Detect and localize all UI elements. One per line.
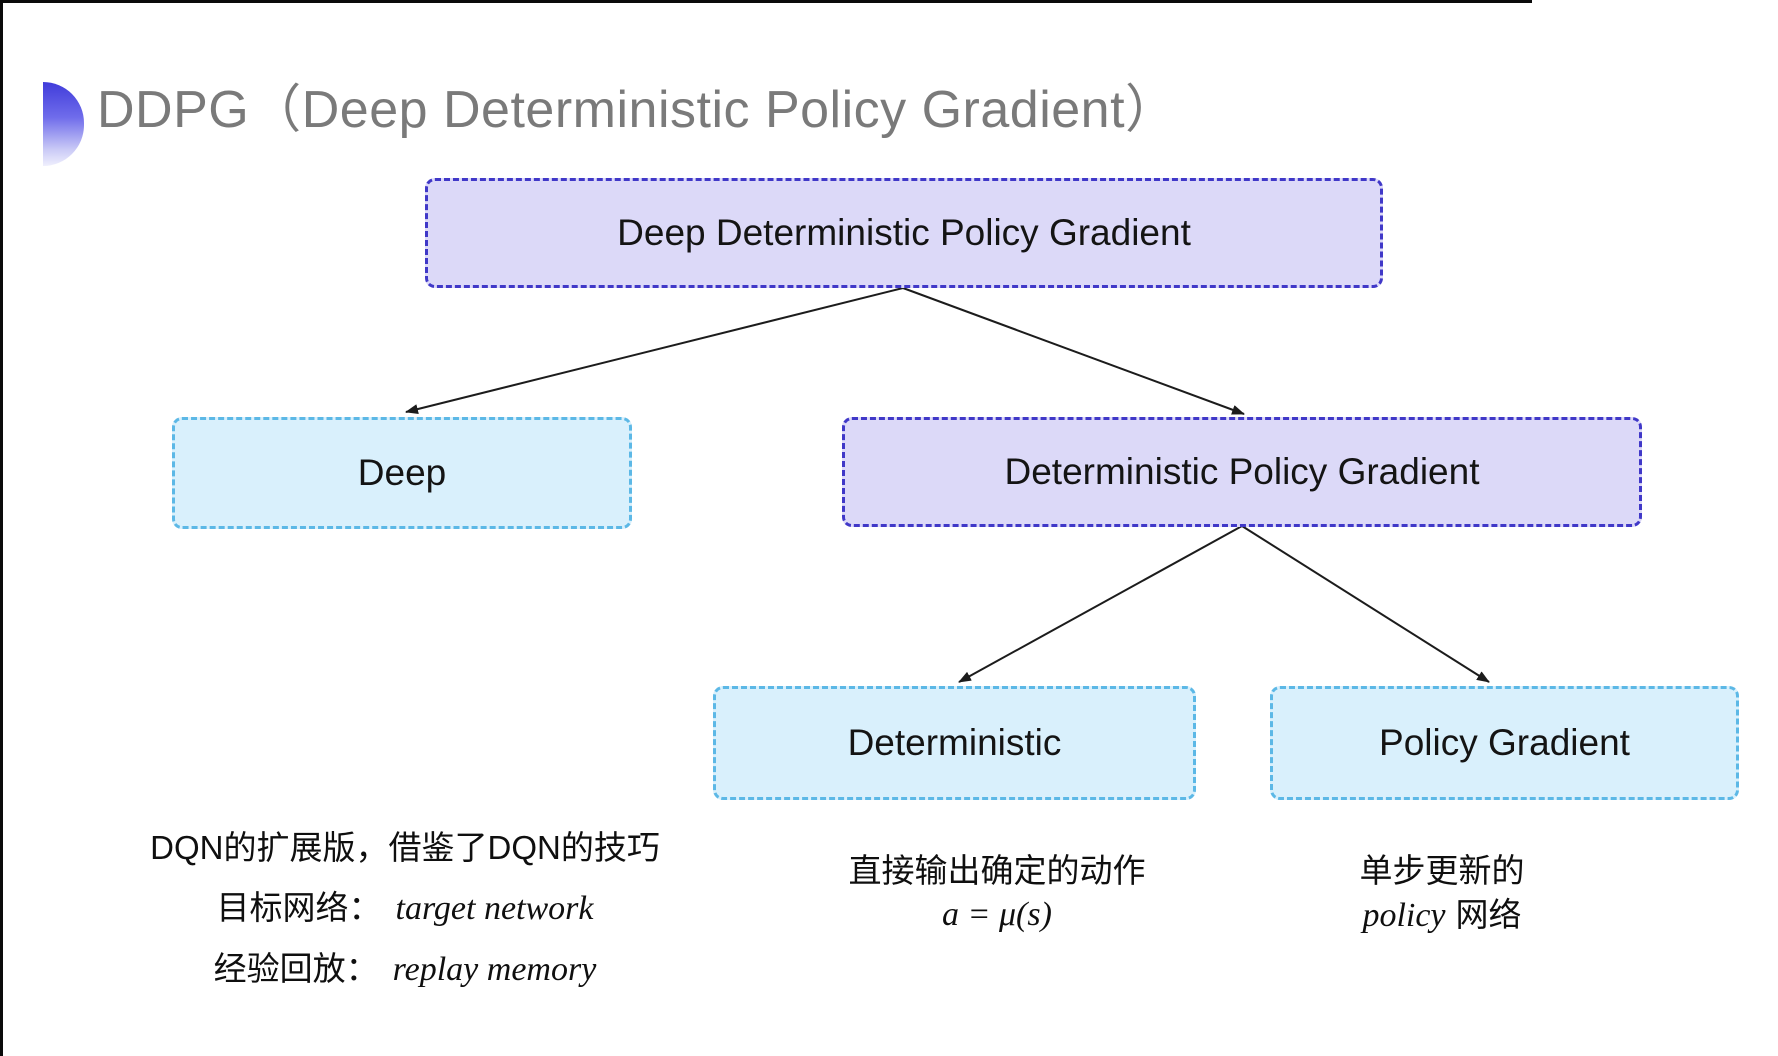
arrow-dpg-to-deterministic <box>958 525 1243 683</box>
node-deep-deterministic-policy-gradient: Deep Deterministic Policy Gradient <box>425 178 1383 288</box>
note-deep-line3-value: replay memory <box>392 951 597 988</box>
note-deterministic: 直接输出确定的动作 a = μ(s) <box>849 849 1146 937</box>
node-label: Deterministic <box>847 722 1062 763</box>
node-deterministic: Deterministic <box>713 686 1196 800</box>
note-deterministic-formula: a = μ(s) <box>942 896 1052 933</box>
node-deep: Deep <box>172 417 632 529</box>
note-policy-gradient-line2-rest: 网络 <box>1455 896 1522 933</box>
note-deep-line2-label: 目标网络： <box>216 889 382 926</box>
note-deep: DQN的扩展版，借鉴了DQN的技巧 目标网络： target network 经验… <box>150 818 660 1000</box>
note-policy-gradient-line1: 单步更新的 <box>1359 852 1525 889</box>
node-label: Deep Deterministic Policy Gradient <box>617 212 1191 253</box>
note-deep-line2: 目标网络： target network <box>150 878 660 939</box>
window-left-border <box>0 0 3 1056</box>
node-label: Deep <box>357 452 447 493</box>
window-top-border <box>0 0 1532 3</box>
node-label: Deterministic Policy Gradient <box>1004 451 1480 492</box>
note-policy-gradient-line2-italic: policy <box>1362 897 1446 934</box>
note-deep-line1: DQN的扩展版，借鉴了DQN的技巧 <box>150 829 660 866</box>
note-deterministic-line1: 直接输出确定的动作 <box>848 852 1146 889</box>
arrow-root-to-deep <box>405 287 904 414</box>
note-deep-line3-label: 经验回放： <box>213 950 379 987</box>
node-label: Policy Gradient <box>1379 722 1630 763</box>
page-title: DDPG（Deep Deterministic Policy Gradient） <box>97 81 1178 139</box>
node-policy-gradient: Policy Gradient <box>1270 686 1739 800</box>
bullet-semicircle-icon <box>43 82 84 166</box>
node-deterministic-policy-gradient: Deterministic Policy Gradient <box>842 417 1642 527</box>
arrow-dpg-to-policy-gradient <box>1241 525 1490 683</box>
note-deep-line2-value: target network <box>395 890 594 927</box>
note-deep-line3: 经验回放： replay memory <box>150 939 660 1000</box>
arrow-root-to-dpg <box>902 287 1245 415</box>
